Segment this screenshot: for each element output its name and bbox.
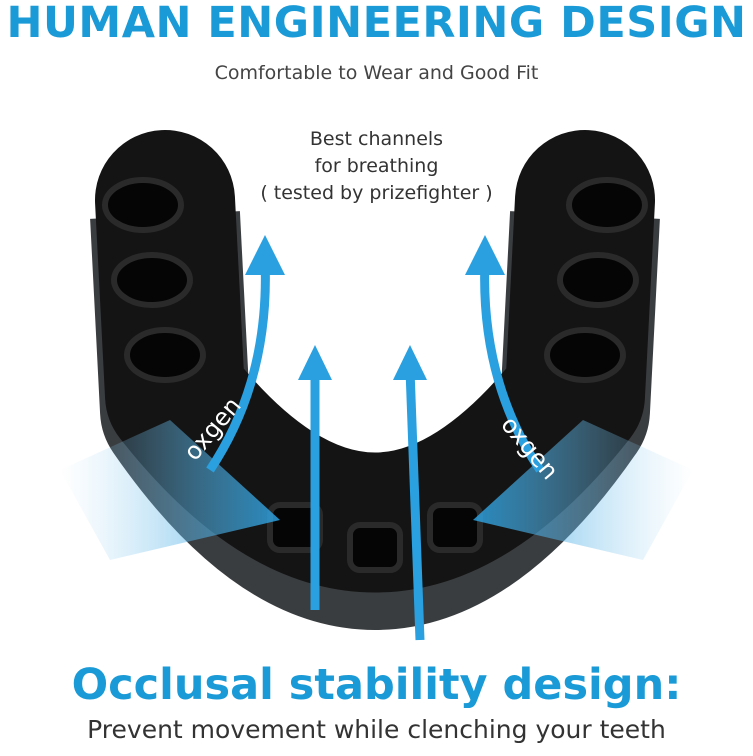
callout-line: for breathing: [314, 155, 439, 177]
feature-subtitle: Prevent movement while clenching your te…: [87, 715, 666, 744]
vent-holes: [102, 177, 648, 573]
callout-line: Best channels: [309, 128, 444, 150]
airflow-left: [60, 420, 280, 560]
subtitle: Comfortable to Wear and Good Fit: [214, 62, 539, 84]
arrows: [206, 259, 544, 641]
callout-line: ( tested by prizefighter ): [260, 182, 493, 204]
airflow-right: [473, 420, 693, 560]
breathing-callout: Best channels for breathing ( tested by …: [0, 126, 753, 207]
arrow-heads: [245, 235, 505, 380]
page-title: HUMAN ENGINEERING DESIGN: [6, 0, 747, 48]
feature-title: Occlusal stability design:: [71, 660, 682, 710]
